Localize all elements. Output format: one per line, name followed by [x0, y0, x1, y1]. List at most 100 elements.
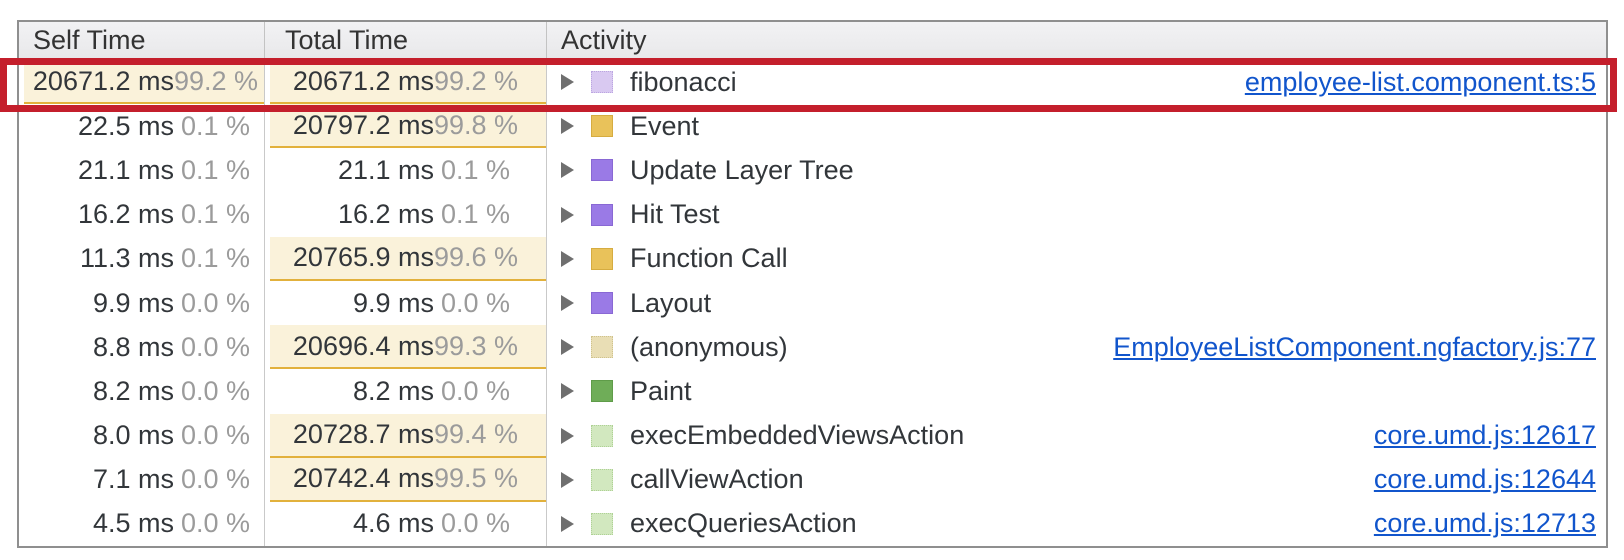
self-time-fill: 8.2 ms 0.0 %: [19, 369, 264, 413]
table-row[interactable]: 9.9 ms 0.0 % 9.9 ms 0.0 % Layout: [19, 280, 1606, 326]
activity-cell[interactable]: Function Call: [547, 237, 1606, 281]
activity-cell[interactable]: Update Layer Tree: [547, 148, 1606, 192]
total-time-percent: 0.0 %: [440, 375, 510, 406]
total-time-fill: 20671.2 ms 99.2 %: [270, 60, 546, 105]
source-location-link[interactable]: core.umd.js:12713: [1373, 508, 1596, 539]
self-time-percent: 0.0 %: [180, 464, 250, 495]
activity-label: Event: [630, 110, 700, 141]
activity-cell[interactable]: callViewAction core.umd.js:12644: [547, 458, 1606, 502]
activity-cell[interactable]: Hit Test: [547, 193, 1606, 237]
self-time-value: 11.3 ms: [79, 243, 174, 274]
self-time-cell: 22.5 ms 0.1 %: [19, 104, 265, 149]
self-time-fill: 9.9 ms 0.0 %: [19, 281, 264, 325]
table-row[interactable]: 21.1 ms 0.1 % 21.1 ms 0.1 % Update Layer…: [19, 148, 1606, 193]
table-row[interactable]: 11.3 ms 0.1 % 20765.9 ms 99.6 % Function…: [19, 236, 1606, 281]
total-time-percent: 99.6 %: [434, 242, 519, 273]
total-time-cell: 9.9 ms 0.0 %: [265, 280, 547, 326]
self-time-cell: 9.9 ms 0.0 %: [19, 280, 265, 326]
js-frame-icon: [591, 512, 613, 535]
self-time-cell: 8.0 ms 0.0 %: [19, 413, 265, 458]
total-time-percent: 0.1 %: [440, 199, 510, 230]
activity-cell[interactable]: execEmbeddedViewsAction core.umd.js:1261…: [547, 414, 1606, 458]
expand-arrow-icon[interactable]: [561, 515, 574, 532]
activity-label: Paint: [630, 375, 692, 406]
expand-arrow-icon[interactable]: [561, 383, 574, 400]
expand-arrow-icon[interactable]: [561, 162, 574, 179]
self-time-cell: 4.5 ms 0.0 %: [19, 501, 265, 547]
activity-cell[interactable]: Event: [547, 104, 1606, 148]
activity-cell[interactable]: Paint: [547, 369, 1606, 413]
self-time-percent: 0.0 %: [180, 420, 250, 451]
table-row[interactable]: 4.5 ms 0.0 % 4.6 ms 0.0 % execQueriesAct…: [19, 501, 1606, 547]
total-time-cell: 20765.9 ms 99.6 %: [265, 236, 547, 281]
table-row[interactable]: 8.2 ms 0.0 % 8.2 ms 0.0 % Paint: [19, 369, 1606, 414]
expand-arrow-icon[interactable]: [561, 250, 574, 267]
expand-arrow-icon[interactable]: [561, 206, 574, 223]
total-time-percent: 99.4 %: [434, 419, 519, 450]
source-location-link[interactable]: core.umd.js:12644: [1373, 464, 1596, 495]
column-header-activity[interactable]: Activity: [561, 25, 647, 55]
js-frame-icon: [591, 336, 613, 359]
self-time-percent: 99.2 %: [174, 65, 259, 96]
expand-arrow-icon[interactable]: [561, 471, 574, 488]
self-time-fill: 7.1 ms 0.0 %: [19, 458, 264, 502]
js-frame-icon: [591, 71, 613, 94]
total-time-cell: 16.2 ms 0.1 %: [265, 192, 547, 237]
activity-cell[interactable]: execQueriesAction core.umd.js:12713: [547, 502, 1606, 546]
column-header-self-time[interactable]: Self Time: [19, 22, 265, 59]
table-row[interactable]: 16.2 ms 0.1 % 16.2 ms 0.1 % Hit Test: [19, 192, 1606, 237]
activity-label: Update Layer Tree: [630, 154, 854, 185]
total-time-fill: 20765.9 ms 99.6 %: [270, 236, 546, 281]
self-time-percent: 0.0 %: [180, 508, 250, 539]
self-time-fill: 4.5 ms 0.0 %: [19, 502, 264, 546]
total-time-fill: 21.1 ms 0.1 %: [265, 148, 546, 192]
expand-arrow-icon[interactable]: [561, 339, 574, 356]
grid-header-row: Self Time Total Time Activity: [19, 22, 1606, 60]
total-time-value: 20765.9 ms: [292, 242, 434, 273]
total-time-fill: 20797.2 ms 99.8 %: [270, 104, 546, 149]
activity-label: execQueriesAction: [630, 508, 857, 539]
total-time-percent: 0.1 %: [440, 154, 510, 185]
table-row[interactable]: 20671.2 ms 99.2 % 20671.2 ms 99.2 % fibo…: [19, 60, 1606, 105]
total-time-cell: 20728.7 ms 99.4 %: [265, 413, 547, 458]
expand-arrow-icon[interactable]: [561, 427, 574, 444]
activity-cell[interactable]: Layout: [547, 281, 1606, 325]
self-time-fill: 20671.2 ms 99.2 %: [24, 60, 264, 105]
table-row[interactable]: 7.1 ms 0.0 % 20742.4 ms 99.5 % callViewA…: [19, 457, 1606, 502]
total-time-value: 20742.4 ms: [292, 463, 434, 494]
total-time-value: 16.2 ms: [337, 199, 434, 230]
self-time-cell: 20671.2 ms 99.2 %: [19, 60, 265, 105]
self-time-cell: 21.1 ms 0.1 %: [19, 148, 265, 193]
total-time-value: 20797.2 ms: [292, 109, 434, 140]
self-time-cell: 7.1 ms 0.0 %: [19, 457, 265, 502]
column-header-total-time[interactable]: Total Time: [265, 22, 547, 59]
self-time-percent: 0.1 %: [180, 110, 250, 141]
painting-category-icon: [591, 380, 613, 403]
source-location-link[interactable]: EmployeeListComponent.ngfactory.js:77: [1113, 331, 1596, 362]
self-time-fill: 8.8 ms 0.0 %: [19, 325, 264, 369]
activity-cell[interactable]: (anonymous) EmployeeListComponent.ngfact…: [547, 325, 1606, 369]
self-time-value: 8.0 ms: [92, 420, 174, 451]
source-location-link[interactable]: employee-list.component.ts:5: [1244, 66, 1596, 97]
self-time-cell: 8.8 ms 0.0 %: [19, 325, 265, 370]
total-time-value: 20696.4 ms: [292, 330, 434, 361]
total-time-fill: 9.9 ms 0.0 %: [265, 281, 546, 325]
source-location-link[interactable]: core.umd.js:12617: [1373, 420, 1596, 451]
self-time-value: 20671.2 ms: [32, 65, 174, 96]
self-time-percent: 0.0 %: [180, 375, 250, 406]
expand-arrow-icon[interactable]: [561, 118, 574, 135]
total-time-fill: 8.2 ms 0.0 %: [265, 369, 546, 413]
table-row[interactable]: 8.8 ms 0.0 % 20696.4 ms 99.3 % (anonymou…: [19, 325, 1606, 370]
total-time-value: 9.9 ms: [352, 287, 434, 318]
total-time-fill: 4.6 ms 0.0 %: [265, 502, 546, 546]
table-row[interactable]: 8.0 ms 0.0 % 20728.7 ms 99.4 % execEmbed…: [19, 413, 1606, 458]
table-row[interactable]: 22.5 ms 0.1 % 20797.2 ms 99.8 % Event: [19, 104, 1606, 149]
activity-cell[interactable]: fibonacci employee-list.component.ts:5: [547, 60, 1606, 104]
total-time-fill: 20742.4 ms 99.5 %: [270, 457, 546, 502]
expand-arrow-icon[interactable]: [561, 74, 574, 91]
expand-arrow-icon[interactable]: [561, 295, 574, 312]
js-frame-icon: [591, 468, 613, 491]
self-time-percent: 0.1 %: [180, 199, 250, 230]
total-time-cell: 20797.2 ms 99.8 %: [265, 104, 547, 149]
self-time-value: 7.1 ms: [92, 464, 174, 495]
